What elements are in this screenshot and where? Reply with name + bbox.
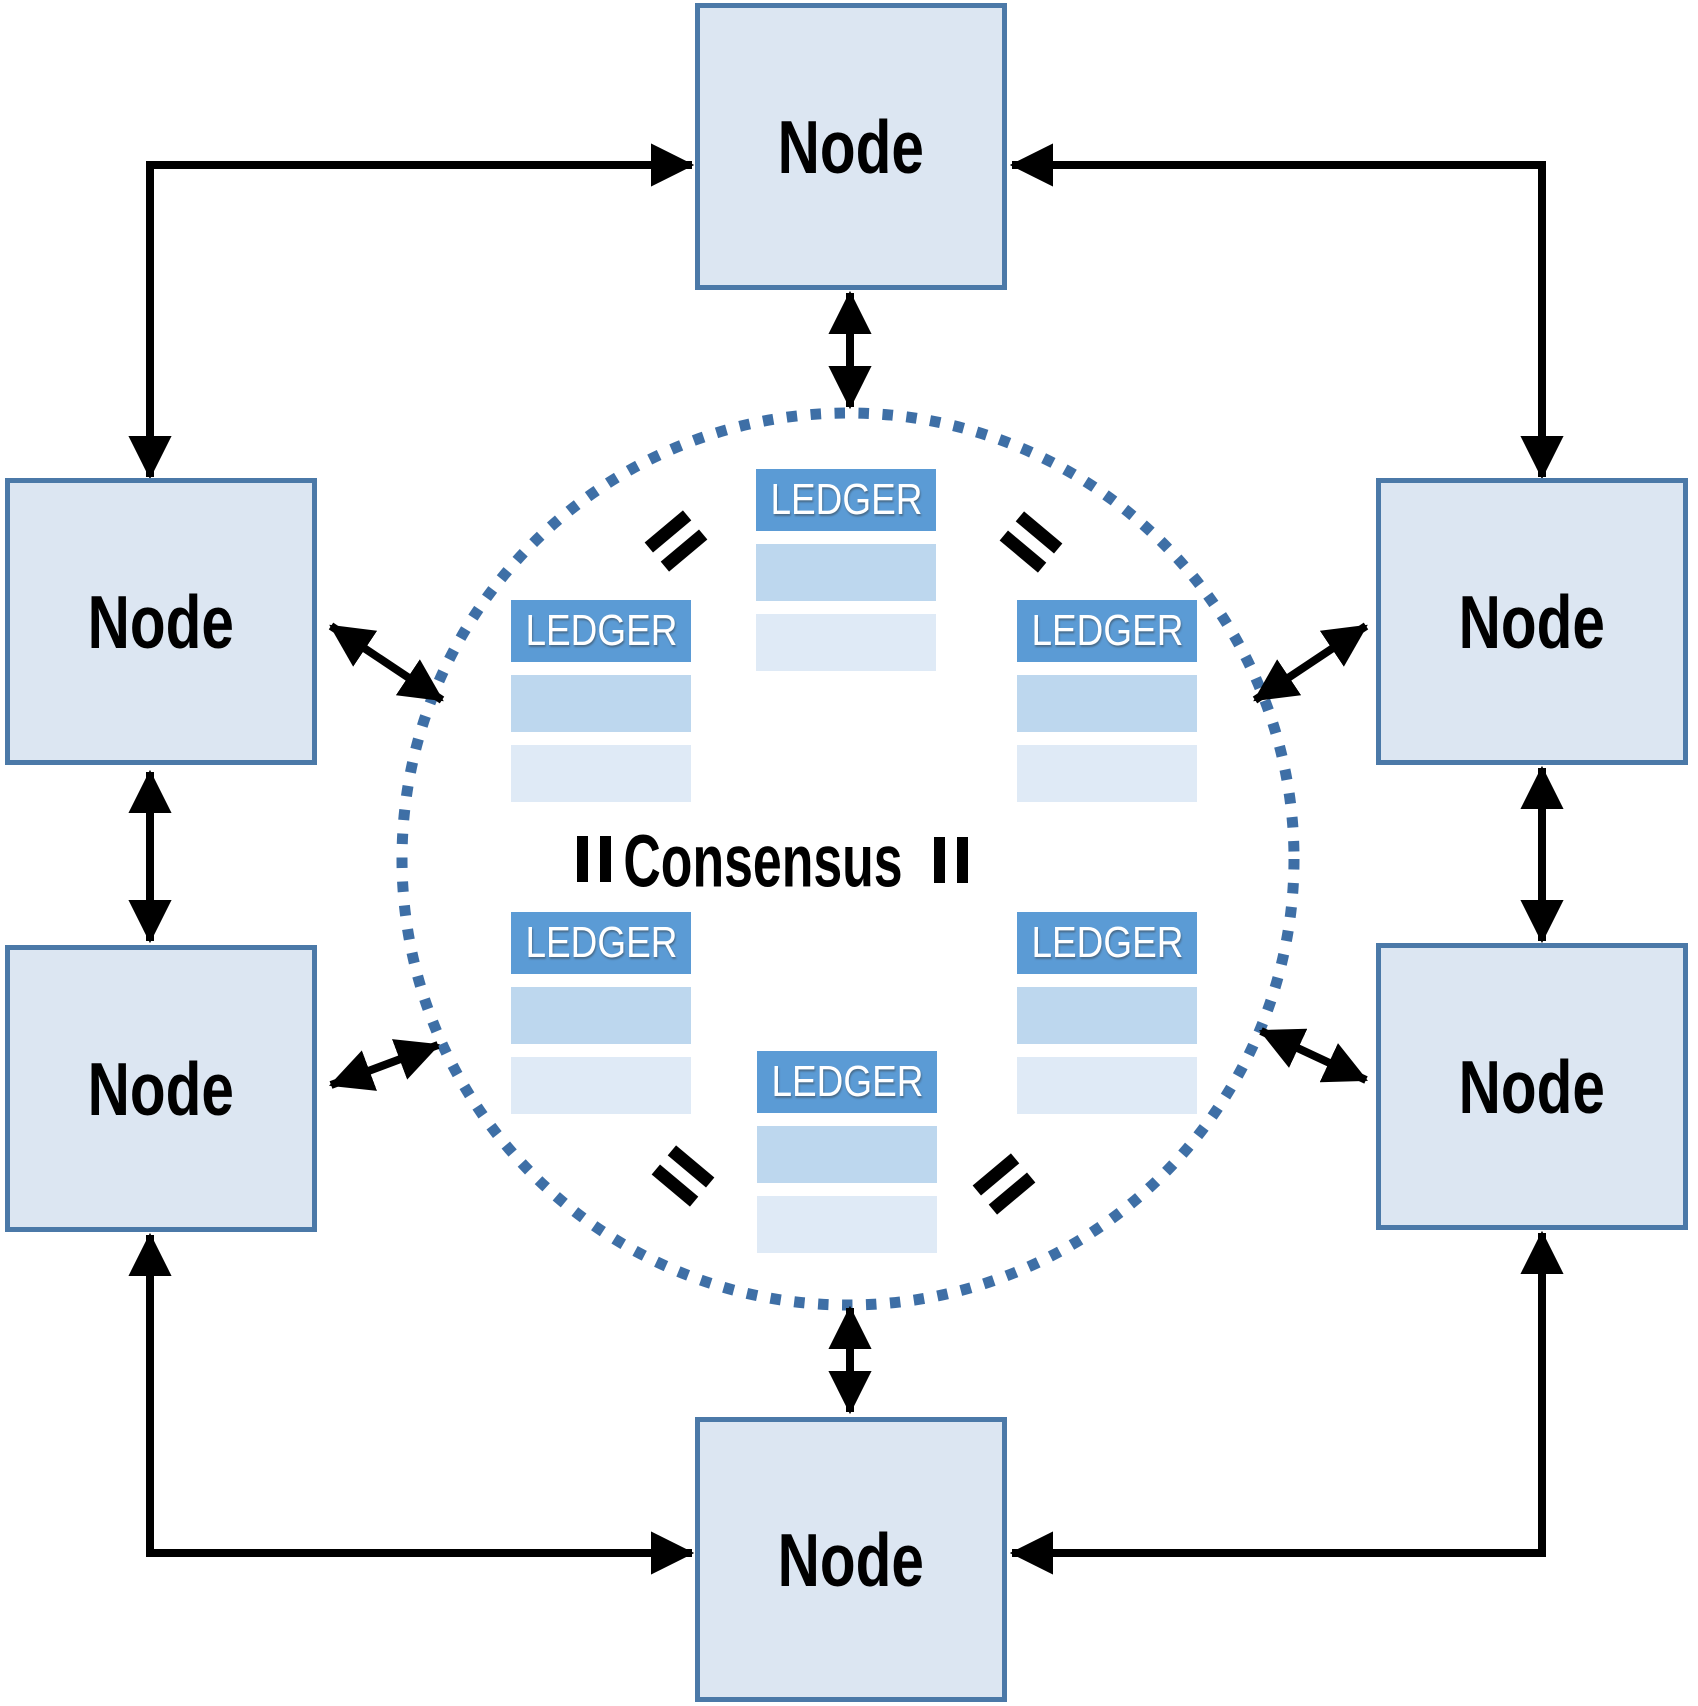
ledger-row [757,1196,937,1253]
node-box-bottom: Node [695,1417,1007,1702]
ledger-label: LEDGER [1031,918,1184,967]
arrow-right-lower-node-to-circle [1259,1027,1368,1084]
equals-sign-bottom-left-icon [651,1145,715,1207]
node-box-right-lower: Node [1376,943,1688,1230]
equals-sign-middle-right-icon [934,837,968,883]
ledger-row [1017,745,1197,802]
node-box-left-upper: Node [5,478,317,765]
ledger-row [511,987,691,1044]
ledger-row [1017,1057,1197,1114]
node-box-left-lower: Node [5,945,317,1232]
ledger-row [757,1126,937,1183]
node-box-top: Node [695,3,1007,290]
arrow-right-lower-to-bottom [1009,1230,1564,1575]
ledger-stack-top: LEDGER [756,469,936,671]
arrow-right-upper-node-to-circle [1252,622,1369,704]
ledger-label: LEDGER [1031,606,1184,655]
node-label: Node [87,579,235,664]
ledger-row [511,745,691,802]
equals-sign-top-right-icon [999,511,1063,573]
arrow-left-lower-node-to-circle [328,1039,441,1091]
ledger-stack-lower-left: LEDGER [511,912,691,1114]
ledger-header: LEDGER [511,912,691,974]
ledger-stack-middle-left: LEDGER [511,600,691,802]
ledger-row [511,1057,691,1114]
arrow-right-upper-to-top [1009,143,1564,480]
node-label: Node [1458,1044,1606,1129]
node-label: Node [777,104,925,189]
ledger-label: LEDGER [771,1057,924,1106]
equals-sign-top-left-icon [644,510,708,572]
consensus-title: Consensus [623,819,903,903]
arrow-left-upper-to-top [128,143,695,480]
ledger-label: LEDGER [770,475,923,524]
ledger-stack-middle-right: LEDGER [1017,600,1197,802]
ledger-row [511,675,691,732]
equals-sign-middle-left-icon [577,836,611,882]
node-label: Node [777,1517,925,1602]
ledger-row [756,544,936,601]
ledger-row [1017,675,1197,732]
ledger-stack-bottom: LEDGER [757,1051,937,1253]
arrow-left-lower-to-bottom [128,1232,695,1575]
ledger-stack-lower-right: LEDGER [1017,912,1197,1114]
ledger-header: LEDGER [1017,912,1197,974]
ledger-row [1017,987,1197,1044]
ledger-header: LEDGER [756,469,936,531]
ledger-row [756,614,936,671]
node-label: Node [87,1046,235,1131]
ledger-label: LEDGER [525,918,678,967]
ledger-header: LEDGER [1017,600,1197,662]
consensus-dotted-circle-icon [396,407,1300,1311]
equals-sign-bottom-right-icon [972,1153,1036,1215]
ledger-label: LEDGER [525,606,678,655]
ledger-header: LEDGER [757,1051,937,1113]
node-box-right-upper: Node [1376,478,1688,765]
ledger-header: LEDGER [511,600,691,662]
node-label: Node [1458,579,1606,664]
arrow-left-upper-node-to-circle [328,622,445,704]
